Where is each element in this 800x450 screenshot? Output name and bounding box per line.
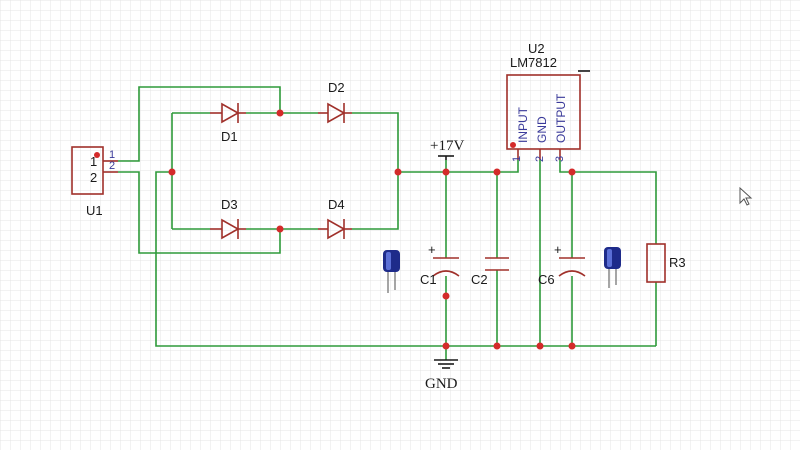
r3-ref: R3	[669, 255, 686, 270]
d1-ref: D1	[221, 129, 238, 144]
u1-ref: U1	[86, 203, 103, 218]
u2-pin3-name: OUTPUT	[554, 93, 568, 143]
diode-d4[interactable]: D4	[318, 197, 352, 240]
c1-plus: +	[428, 242, 436, 257]
electrolytic-cap-image-right	[604, 247, 621, 288]
regulator-u2[interactable]: U2 LM7812 INPUT GND OUTPUT 1 2 3	[506, 41, 590, 162]
u1-pin2-number: 2	[109, 160, 115, 172]
c6-plus: +	[554, 242, 562, 257]
c2-ref: C2	[471, 272, 488, 287]
u2-pin1-number: 1	[511, 156, 523, 162]
diode-d2[interactable]: D2	[318, 80, 352, 124]
diode-d3[interactable]: D3	[210, 197, 246, 240]
u1-pin1-inner: 1	[90, 154, 97, 169]
u2-ref: U2	[528, 41, 545, 56]
c6-ref: C6	[538, 272, 555, 287]
u2-pin2-number: 2	[534, 156, 546, 162]
mouse-pointer-icon	[739, 186, 753, 206]
c1-ref: C1	[420, 272, 437, 287]
wires	[118, 86, 657, 360]
resistor-r3[interactable]: R3	[646, 243, 686, 283]
u2-pin1-name: INPUT	[516, 106, 530, 143]
junctions	[168, 109, 576, 350]
d3-ref: D3	[221, 197, 238, 212]
u1-pin2-inner: 2	[90, 170, 97, 185]
d4-ref: D4	[328, 197, 345, 212]
capacitor-c6[interactable]: + C6	[538, 242, 586, 287]
net-label-17v: +17V	[430, 138, 464, 154]
net-flag-17v[interactable]: +17V	[430, 138, 464, 160]
net-label-gnd: GND	[425, 376, 458, 392]
u2-value: LM7812	[510, 55, 557, 70]
electrolytic-cap-image-left	[383, 250, 400, 293]
u2-pin2-name: GND	[535, 116, 549, 143]
capacitor-c1[interactable]: + C1	[420, 242, 460, 287]
u1-pin1-number: 1	[109, 149, 115, 161]
ground-symbol[interactable]: GND	[425, 359, 458, 392]
u2-pin3-number: 3	[554, 156, 566, 162]
capacitor-c2[interactable]: C2	[471, 257, 509, 287]
diode-d1[interactable]: D1	[210, 102, 246, 144]
connector-u1[interactable]: 1 2 1 2 U1	[71, 146, 118, 218]
d2-ref: D2	[328, 80, 345, 95]
